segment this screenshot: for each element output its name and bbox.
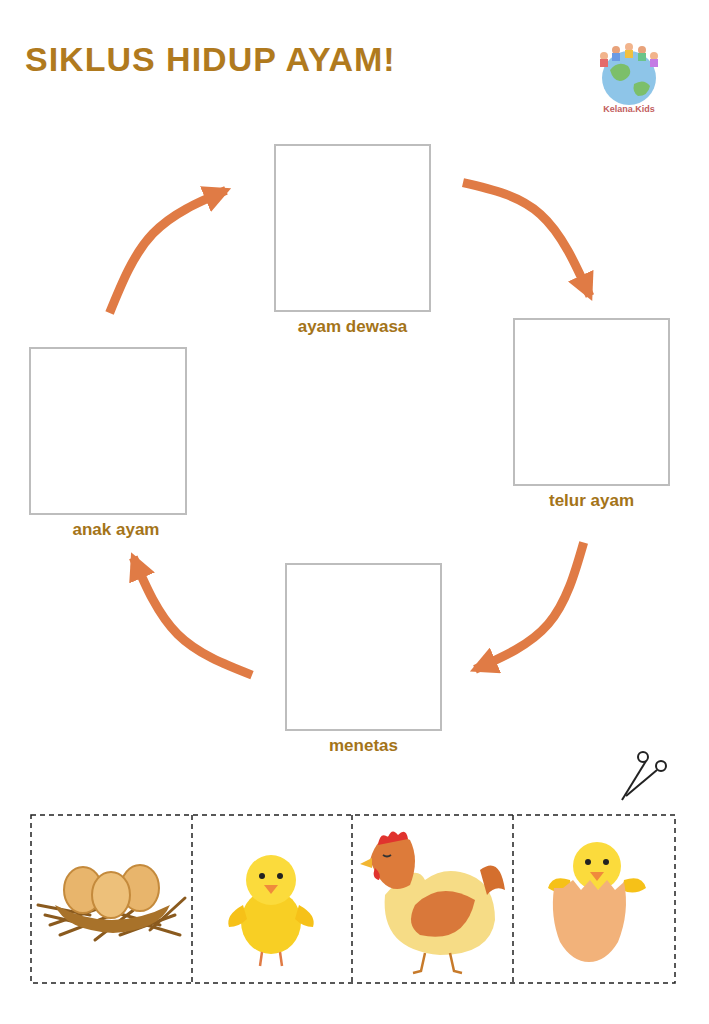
picture-slot <box>285 563 442 731</box>
stage-label: anak ayam <box>29 520 187 540</box>
worksheet-title: SIKLUS HIDUP AYAM! <box>25 40 396 79</box>
picture-slot <box>29 347 187 515</box>
cycle-arrow <box>475 542 584 669</box>
hen-picture <box>360 831 505 973</box>
cycle-arrow <box>463 183 590 296</box>
logo-text: Kelana.Kids <box>598 104 660 114</box>
stage-node: anak ayam <box>29 347 187 540</box>
stage-node: menetas <box>285 563 442 756</box>
stage-label: telur ayam <box>513 491 670 511</box>
stage-node: ayam dewasa <box>274 144 431 337</box>
picture-slot <box>274 144 431 312</box>
logo-globe <box>600 43 658 105</box>
cut-strip <box>31 815 675 983</box>
nest-eggs-picture <box>38 865 185 940</box>
stage-node: telur ayam <box>513 318 670 511</box>
cycle-arrow <box>133 557 252 675</box>
scissors-icon <box>622 752 666 800</box>
stage-label: menetas <box>285 736 442 756</box>
picture-slot <box>513 318 670 486</box>
chick-picture <box>228 855 313 966</box>
hatching-chick-picture <box>548 842 646 962</box>
cycle-arrow <box>110 190 226 313</box>
stage-label: ayam dewasa <box>274 317 431 337</box>
